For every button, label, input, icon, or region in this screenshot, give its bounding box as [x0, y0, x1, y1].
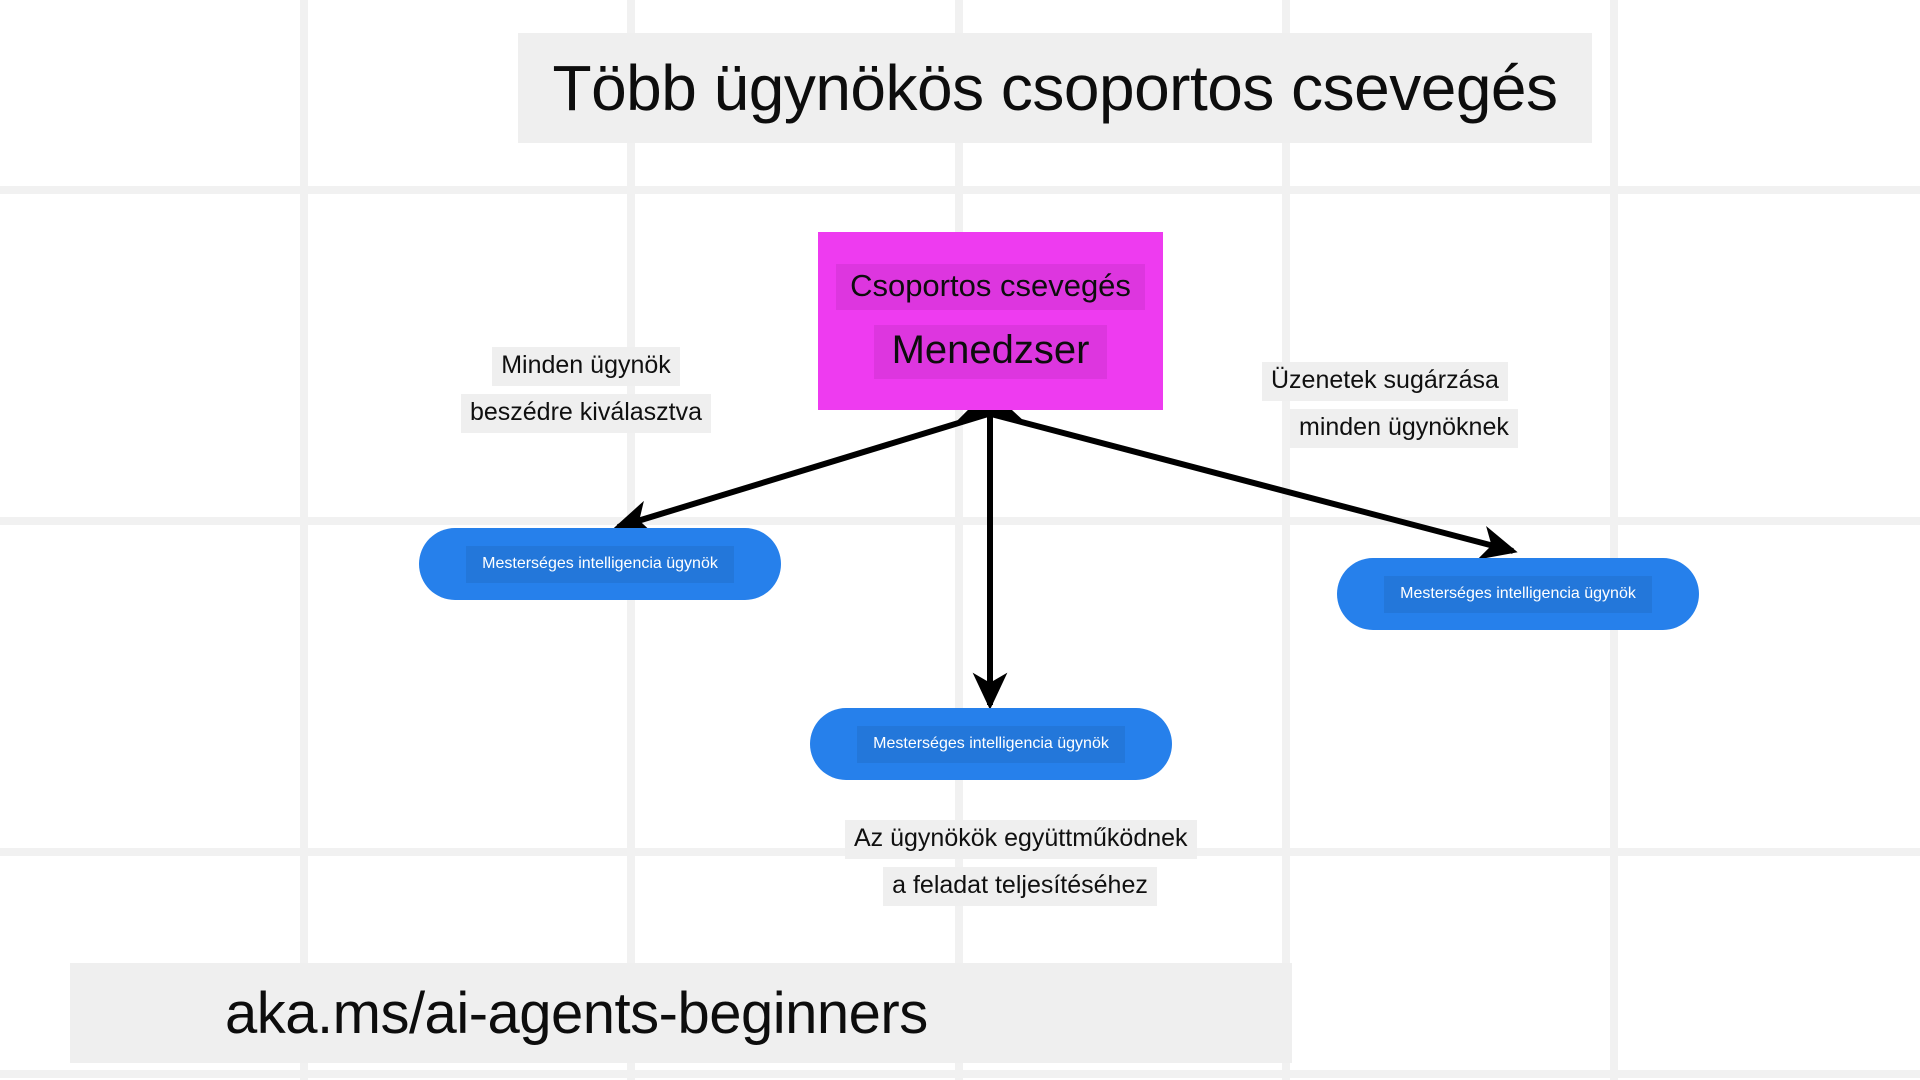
- footer-url[interactable]: aka.ms/ai-agents-beginners: [70, 963, 1292, 1063]
- grid-line-horizontal: [0, 517, 1920, 525]
- page-title: Több ügynökös csoportos csevegés: [518, 33, 1592, 143]
- annotation-right-line1: Üzenetek sugárzása: [1262, 362, 1508, 401]
- ai-agent-node-right[interactable]: Mesterséges intelligencia ügynök: [1337, 558, 1699, 630]
- group-chat-manager-node[interactable]: Csoportos csevegés Menedzser: [818, 232, 1163, 410]
- ai-agent-label: Mesterséges intelligencia ügynök: [857, 725, 1125, 763]
- grid-line-vertical: [300, 0, 308, 1080]
- grid-line-horizontal: [0, 186, 1920, 194]
- annotation-left-line2: beszédre kiválasztva: [460, 394, 712, 433]
- annotation-bottom-line2: a feladat teljesítéséhez: [883, 867, 1157, 906]
- grid-line-horizontal: [0, 1070, 1920, 1078]
- ai-agent-node-bottom[interactable]: Mesterséges intelligencia ügynök: [810, 708, 1172, 780]
- ai-agent-label: Mesterséges intelligencia ügynök: [1384, 575, 1652, 613]
- annotation-left: Minden ügynök beszédre kiválasztva: [436, 347, 736, 433]
- manager-node-subtitle: Csoportos csevegés: [836, 263, 1145, 310]
- ai-agent-label: Mesterséges intelligencia ügynök: [466, 545, 734, 583]
- grid-line-vertical: [955, 0, 963, 1080]
- grid-line-vertical: [1610, 0, 1618, 1080]
- annotation-right: Üzenetek sugárzása minden ügynöknek: [1262, 362, 1602, 448]
- annotation-bottom-line1: Az ügynökök együttműködnek: [845, 820, 1197, 859]
- ai-agent-node-left[interactable]: Mesterséges intelligencia ügynök: [419, 528, 781, 600]
- grid-line-vertical: [1282, 0, 1290, 1080]
- manager-node-title: Menedzser: [873, 324, 1108, 379]
- annotation-left-line1: Minden ügynök: [492, 347, 680, 386]
- annotation-bottom: Az ügynökök együttműködnek a feladat tel…: [845, 820, 1197, 906]
- annotation-right-line2: minden ügynöknek: [1290, 409, 1518, 448]
